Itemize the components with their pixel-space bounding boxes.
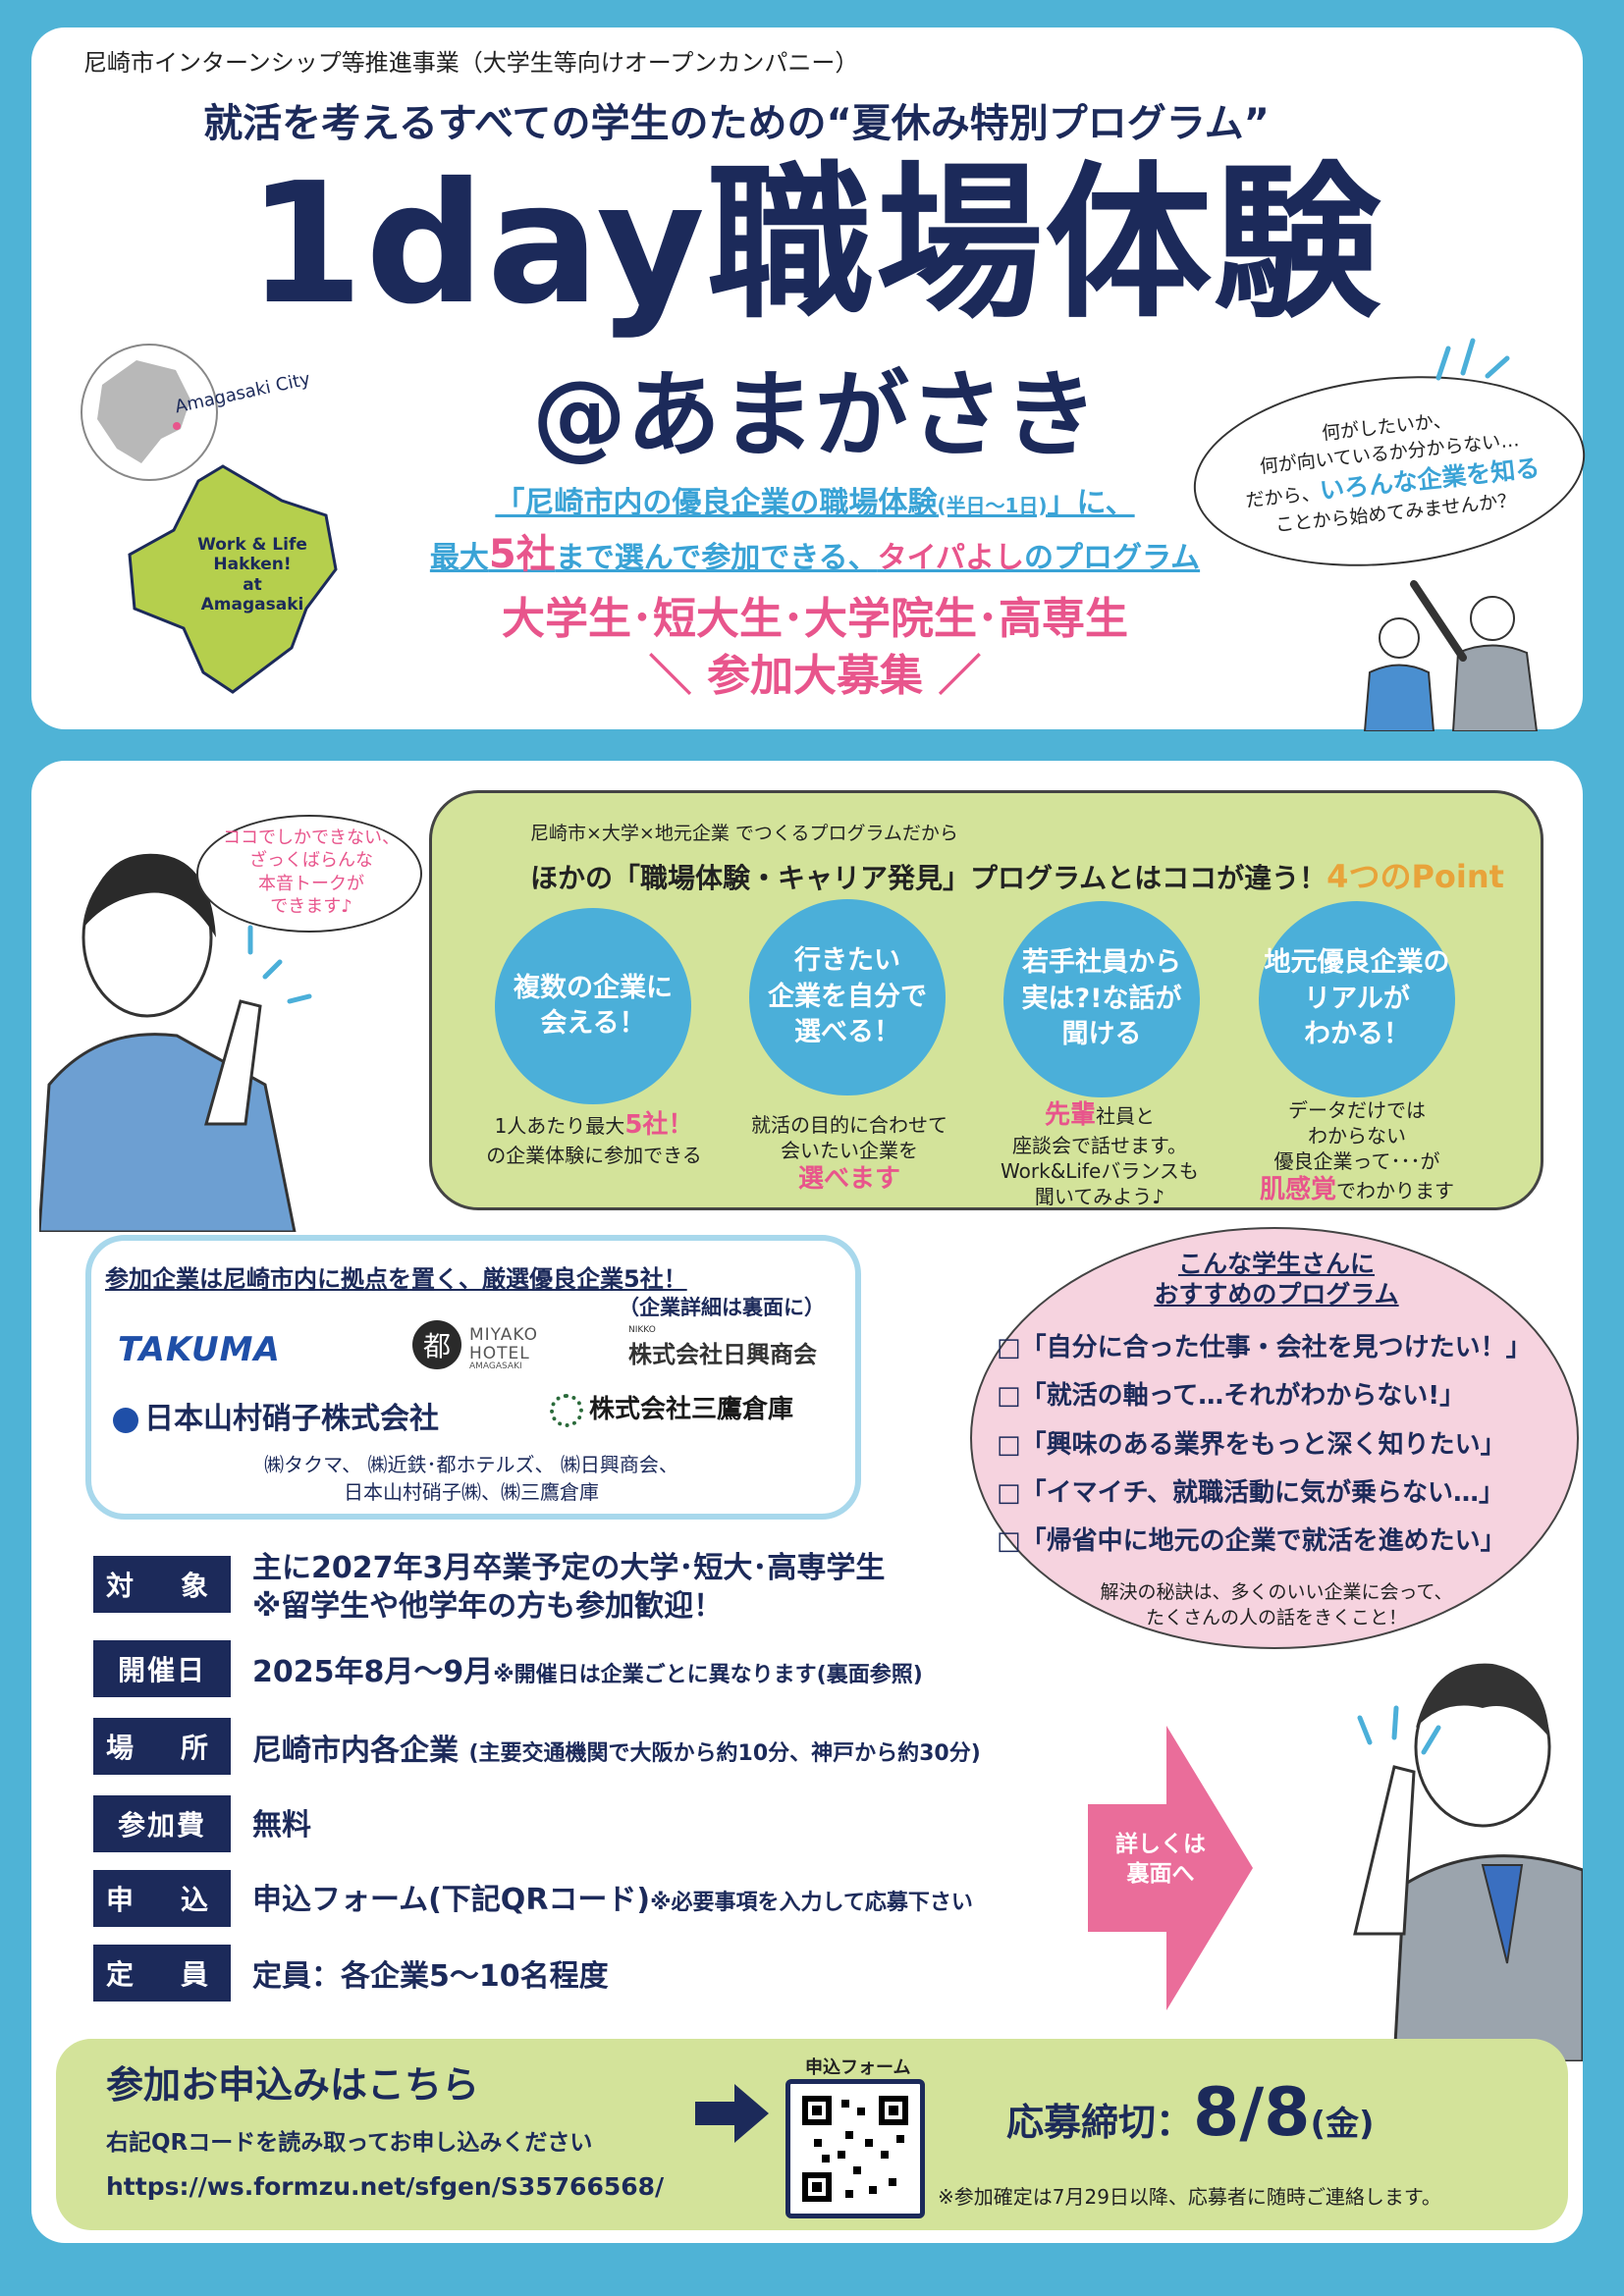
desc-line1: 「尼崎市内の優良企業の職場体験(半日～1日)」に、 [495,486,1135,520]
companies-heading: 参加企業は尼崎市内に拠点を置く、厳選優良企業5社！ [105,1265,687,1293]
label-apply: 申 込 [93,1870,231,1927]
arrow-right-icon [695,2084,769,2143]
see-back-arrow-icon [1088,1726,1253,2010]
miyako-emblem-icon: 都 [412,1320,461,1369]
value-capacity: 定員：各企業5～10名程度 [252,1959,609,1994]
apply-title: 参加お申込みはこちら [106,2063,480,2107]
page-title-sub: @あまがさき [532,360,1098,470]
map-area: Amagasaki City Work & Life Hakken! at Am… [81,344,385,697]
mitaka-emblem-icon [550,1393,583,1427]
nikko-logo: NIKKO 株式会社日興商会 [628,1325,817,1368]
value-date: 2025年8月～9月※開催日は企業ごとに異なります(裏面参照) [252,1655,923,1689]
point-circle-1: 複数の企業に 会える！ [495,908,691,1104]
woman-speech-bubble: ココでしかできない、 ざっくばらんな 本音トークが できます♪ [196,815,422,933]
points-intro: 尼崎市×大学×地元企業 でつくるプログラムだから [530,823,958,844]
yamamura-emblem-icon [113,1407,138,1433]
point-circle-3: 若手社員から 実は?!な話が 聞ける [1003,901,1200,1097]
miyako-logo: 都 MIYAKO HOTEL AMAGASAKI [412,1320,589,1379]
qr-label: 申込フォーム [805,2057,911,2078]
recommend-item-1: □「自分に合った仕事・会社を見つけたい！」 [997,1333,1532,1362]
label-fee: 参加費 [93,1795,231,1852]
sparkle-icon [1435,338,1510,381]
apply-note: ※参加確定は7月29日以降、応募者に随時ご連絡します。 [938,2185,1441,2209]
recruit-banner: ＼ 参加大募集 ／ [648,651,982,701]
deadline: 応募締切：8/8(金) [1006,2074,1375,2152]
point-text-1: 1人あたり最大5社！の企業体験に参加できる [486,1110,702,1167]
label-capacity: 定 員 [93,1945,231,2002]
woman-illustration [39,853,312,1232]
point-text-2: 就活の目的に合わせて 会いたい企業を選べます [751,1113,947,1194]
point-circle-4: 地元優良企業の リアルが わかる！ [1259,901,1455,1097]
qr-code-icon [802,2096,908,2202]
students-illustration [1363,580,1539,731]
slash-right-icon: ／ [923,651,982,701]
label-date: 開催日 [93,1640,231,1697]
point-text-3: 先輩社員と 座談会で話せます。 Work&Lifeバランスも 聞いてみよう♪ [1001,1100,1199,1208]
recommend-item-4: □「イマイチ、就職活動に気が乗らない…」 [997,1478,1505,1508]
mitaka-logo: 株式会社三鷹倉庫 [550,1389,793,1427]
qr-code[interactable] [785,2079,925,2218]
companies-box [85,1235,861,1520]
value-fee: 無料 [252,1808,311,1842]
yamamura-logo: 日本山村硝子株式会社 [113,1394,439,1437]
page-title: 1day職場体験 [246,147,1383,342]
apply-url[interactable]: https://ws.formzu.net/sfgen/S35766568/ [106,2172,665,2201]
target-students: 大学生･短大生･大学院生･高専生 [502,594,1128,644]
hyogo-map-icon [97,360,190,463]
subtitle: 就活を考えるすべての学生のための“夏休み特別プログラム” [203,101,1270,146]
companies-note: （企業詳細は裏面に） [619,1296,825,1319]
points-headline: ほかの「職場体験・キャリア発見」プログラムとはココが違う！4つのPoint [530,858,1504,895]
amagasaki-map-icon [128,464,338,694]
point-circle-2: 行きたい 企業を自分で 選べる！ [749,899,946,1095]
label-place: 場 所 [93,1718,231,1775]
recommend-footer: 解決の秘訣は、多くのいい企業に会って、 たくさんの人の話をきくこと！ [1100,1581,1453,1629]
value-place: 尼崎市内各企業 (主要交通機関で大阪から約10分、神戸から約30分) [252,1734,981,1768]
slash-left-icon: ＼ [648,651,707,701]
apply-desc: 右記QRコードを読み取ってお申し込みください [106,2130,593,2156]
see-back-text: 詳しくは 裏面へ [1115,1832,1206,1887]
value-target: 主に2027年3月卒業予定の大学･短大･高専学生 ※留学生や他学年の方も参加歓迎… [252,1551,886,1624]
project-name: 尼崎市インターンシップ等推進事業（大学生等向けオープンカンパニー） [83,49,859,77]
takuma-logo: TAKUMA [118,1330,281,1369]
desc-line2: 最大5社まで選んで参加できる、タイパよしのプログラム [429,532,1201,577]
map-tag: Work & Life Hakken! at Amagasaki [197,535,307,615]
recommend-title: こんな学生さんに おすすめのプログラム [1154,1250,1399,1309]
recommend-bubble [970,1227,1579,1649]
recommend-item-5: □「帰省中に地元の企業で就活を進めたい」 [997,1526,1506,1556]
value-apply: 申込フォーム(下記QRコード)※必要事項を入力して応募下さい [252,1883,973,1917]
businessman-illustration [1353,1663,1583,2061]
label-target: 対 象 [93,1556,231,1613]
recommend-item-3: □「興味のある業界をもっと深く知りたい」 [997,1430,1506,1460]
companies-list: ㈱タクマ、 ㈱近鉄･都ホテルズ、 ㈱日興商会、 日本山村硝子㈱、㈱三鷹倉庫 [264,1453,678,1504]
point-text-4: データだけでは わからない 優良企業って･･･が肌感覚でわかります [1259,1098,1454,1204]
map-inset-circle [81,344,218,481]
recommend-item-2: □「就活の軸って…それがわからない!」 [997,1381,1466,1411]
